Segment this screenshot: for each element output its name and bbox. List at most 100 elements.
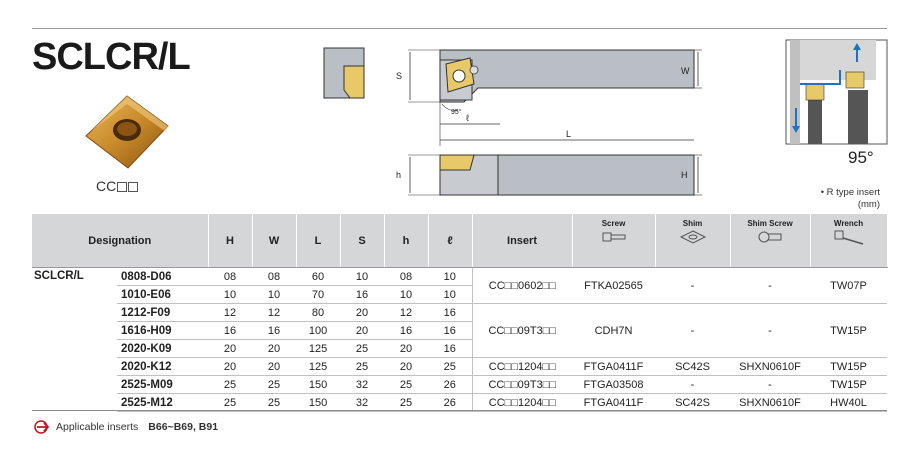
table-row: 1616-H09 16 16 100 20 16 16	[32, 321, 887, 340]
shim-cell: -	[655, 375, 731, 394]
cell-L: 60	[296, 267, 341, 286]
shim-cell: SC42S	[655, 393, 731, 412]
screw-cell: FTGA0411F	[572, 393, 656, 412]
cell-ell: 10	[428, 267, 473, 286]
wrench-cell: TW15P	[810, 375, 888, 394]
insert-cell: CC□□1204□□	[471, 357, 573, 376]
placeholder-square	[116, 182, 127, 192]
header-wrench-label: Wrench	[833, 219, 864, 228]
shim-screw-cell: -	[730, 375, 811, 394]
header-shim-label: Shim	[682, 219, 703, 228]
cell-H: 20	[208, 357, 253, 376]
table-row: 2020-K09 20 20 125 25 20 16	[32, 339, 887, 358]
cell-S: 25	[340, 339, 385, 358]
cell-ell: 16	[428, 303, 473, 322]
cell-S: 32	[340, 393, 385, 412]
r-type-note: • R type insert	[820, 187, 880, 198]
header-designation: Designation	[32, 214, 209, 268]
shim-cell: -	[655, 267, 731, 304]
designation-cell: 2020-K09	[117, 339, 209, 358]
unit-note: (mm)	[857, 199, 880, 210]
cell-L: 125	[296, 357, 341, 376]
dim-l-label: L	[566, 129, 571, 139]
table-row: 2525-M12 25 25 150 32 25 26 CC□□1204□□ F…	[32, 393, 888, 412]
cell-L: 150	[296, 393, 341, 412]
top-view: S W L ℓ 95°	[396, 49, 702, 146]
top-rule	[32, 28, 887, 29]
cell-h: 08	[384, 267, 429, 286]
footer-label: Applicable inserts	[56, 421, 139, 433]
cell-L: 100	[296, 321, 341, 340]
header-S: S	[340, 214, 385, 268]
designation-cell: 1212-F09	[117, 303, 209, 322]
header-row: Designation H W L S h ℓ Insert Screw Shi…	[32, 214, 888, 268]
cell-h: 25	[384, 375, 429, 394]
bottom-rule	[32, 410, 887, 411]
insert-cell: CC□□1204□□	[471, 393, 573, 412]
wrench-cell: TW15P	[810, 303, 888, 358]
header-screw-label: Screw	[601, 219, 626, 228]
cell-S: 20	[340, 321, 385, 340]
table-row: 1010-E06 10 10 70 16 10 10	[32, 285, 887, 304]
designation-cell: 2525-M09	[117, 375, 209, 394]
footer-pages: B66~B69, B91	[148, 421, 219, 433]
cell-H: 08	[208, 267, 253, 286]
cell-h: 16	[384, 321, 429, 340]
header-L: L	[296, 214, 341, 268]
wrench-cell: TW15P	[810, 357, 888, 376]
header-shim-screw-label: Shim Screw	[747, 219, 793, 228]
designation-cell: 2020-K12	[117, 357, 209, 376]
wrench-cell: HW40L	[810, 393, 888, 412]
insert-cell: CC□□0602□□	[471, 267, 573, 304]
table-row: 2020-K12 20 20 125 25 20 25 CC□□1204□□ F…	[32, 357, 888, 376]
insert-cell: CC□□09T3□□	[471, 375, 573, 394]
screw-cell: FTGA0411F	[572, 357, 656, 376]
header-H: H	[208, 214, 253, 268]
designation-cell: 1616-H09	[117, 321, 209, 340]
cell-H: 12	[208, 303, 253, 322]
screw-icon	[602, 232, 626, 242]
shim-cell: -	[655, 303, 731, 358]
shim-screw-cell: -	[730, 267, 811, 304]
cell-h: 10	[384, 285, 429, 304]
cell-W: 16	[252, 321, 297, 340]
header-insert: Insert	[472, 214, 573, 268]
header-screw: Screw	[572, 214, 656, 268]
shim-icon	[679, 230, 706, 244]
cell-S: 32	[340, 375, 385, 394]
dim-s-label: S	[396, 71, 402, 81]
shim-screw-icon	[758, 231, 782, 243]
wrench-cell: TW07P	[810, 267, 888, 304]
cell-h: 25	[384, 393, 429, 412]
wrench-icon	[834, 230, 863, 245]
dim-ell-label: ℓ	[466, 113, 470, 123]
end-view	[323, 47, 365, 99]
cell-W: 12	[252, 303, 297, 322]
cell-h: 12	[384, 303, 429, 322]
shim-screw-cell: SHXN0610F	[730, 357, 811, 376]
cell-ell: 26	[428, 375, 473, 394]
approach-angle: 95°	[848, 148, 874, 167]
cell-W: 20	[252, 339, 297, 358]
dim-h-label: h	[396, 170, 401, 180]
technical-drawings: S W L ℓ 95° h H	[323, 39, 888, 196]
designation-cell: 1010-E06	[117, 285, 209, 304]
cell-S: 16	[340, 285, 385, 304]
cell-H: 25	[208, 393, 253, 412]
cell-H: 20	[208, 339, 253, 358]
page-title: SCLCR/L	[32, 36, 191, 78]
footer-note: Applicable inserts B66~B69, B91	[34, 420, 218, 434]
shim-screw-cell: -	[730, 303, 811, 358]
cell-L: 70	[296, 285, 341, 304]
cell-h: 20	[384, 339, 429, 358]
cell-ell: 25	[428, 357, 473, 376]
cell-W: 10	[252, 285, 297, 304]
application-diagram	[785, 39, 888, 145]
cell-H: 25	[208, 375, 253, 394]
designation-cell: 0808-D06	[117, 267, 209, 286]
screw-cell: FTGA03508	[572, 375, 656, 394]
cell-W: 08	[252, 267, 297, 286]
insert-image	[85, 95, 169, 169]
dim-w-label: W	[681, 66, 690, 76]
insert-code-label: CC	[96, 178, 138, 194]
